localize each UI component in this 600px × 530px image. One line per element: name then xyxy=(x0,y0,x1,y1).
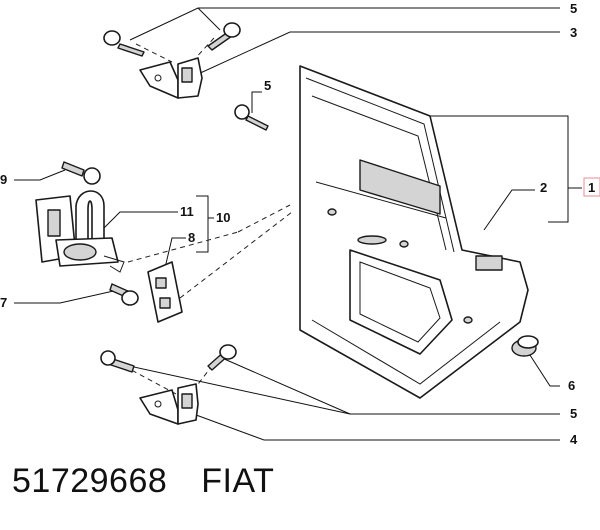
part-number: 51729668 xyxy=(12,462,168,500)
rubber-plug xyxy=(511,335,539,357)
leader-lines xyxy=(14,7,582,441)
callout-9: 9 xyxy=(0,172,7,187)
callout-5-top: 5 xyxy=(570,1,577,16)
callout-3: 3 xyxy=(570,25,577,40)
lower-hinge-bracket xyxy=(139,383,199,425)
bolt-top-left xyxy=(103,30,145,57)
bolt-9 xyxy=(61,161,101,185)
callout-11: 11 xyxy=(180,204,194,219)
callout-10: 10 xyxy=(216,210,230,225)
callout-1-highlight xyxy=(583,177,600,197)
callout-7: 7 xyxy=(0,295,7,310)
brand-name: FIAT xyxy=(201,462,275,500)
callout-2: 2 xyxy=(540,180,547,195)
callout-4: 4 xyxy=(570,432,578,447)
bolt-7 xyxy=(109,283,139,306)
door-shell xyxy=(299,65,529,399)
bolt-bottom-right xyxy=(207,344,237,371)
exploded-parts-diagram: 5 3 5 1 2 9 11 10 8 7 6 5 4 xyxy=(0,1,600,447)
bolt-bottom-left xyxy=(100,350,135,373)
bolt-top-right xyxy=(207,22,241,51)
bolt-mid xyxy=(234,104,269,131)
upper-hinge-bracket xyxy=(139,57,203,99)
callout-1: 1 xyxy=(588,180,595,195)
callout-5-bottom: 5 xyxy=(570,406,577,421)
callout-5-mid: 5 xyxy=(264,78,271,93)
door-check-strap xyxy=(147,261,183,323)
hinge-check-assembly xyxy=(35,190,125,273)
callout-6: 6 xyxy=(568,378,575,393)
callout-labels: 5 3 5 1 2 9 11 10 8 7 6 5 4 xyxy=(0,1,600,447)
part-number-footer: 51729668 FIAT xyxy=(12,462,274,501)
callout-8: 8 xyxy=(188,230,195,245)
